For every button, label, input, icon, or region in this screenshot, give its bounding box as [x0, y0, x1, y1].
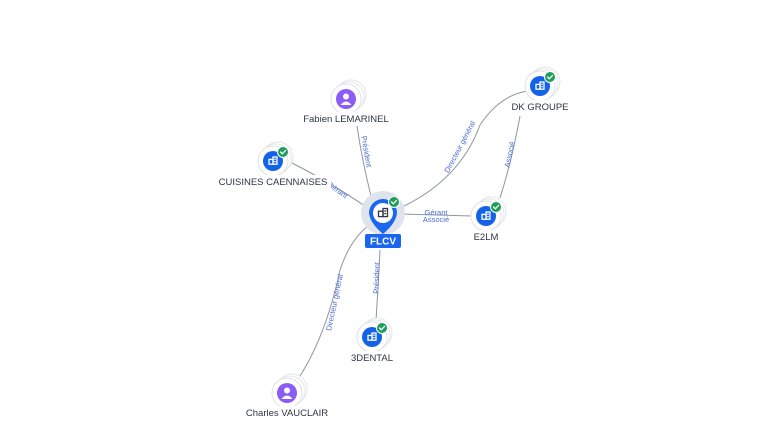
verified-check-icon [277, 146, 289, 158]
verified-check-icon [490, 201, 502, 213]
node-label: Fabien LEMARINEL [303, 114, 389, 125]
node-label-bg [510, 100, 570, 113]
verified-check-icon [388, 196, 400, 208]
node-label-bg [470, 230, 502, 243]
node-label: FLCV [370, 237, 396, 248]
building-icon [535, 81, 545, 90]
node-label: E2LM [474, 232, 499, 243]
center-label-bg [365, 234, 401, 248]
verified-check-icon [544, 71, 556, 83]
node-label-bg [348, 351, 396, 364]
node-label: DK GROUPE [511, 102, 568, 113]
node-e2lm[interactable]: E2LM [470, 196, 507, 243]
node-dk[interactable]: DK GROUPE [510, 66, 570, 113]
node-charles[interactable]: Charles VAUCLAIR [237, 373, 337, 419]
node-label-bg [296, 112, 396, 125]
node-flcv[interactable]: FLCV [361, 191, 405, 248]
edge-label: Directeur général [442, 119, 477, 174]
edge-label: Président [371, 261, 381, 294]
node-label-bg [214, 175, 332, 188]
node-label: Charles VAUCLAIR [246, 408, 328, 419]
edge-label: Associé [423, 215, 449, 224]
edge-charles-flcv [295, 225, 369, 383]
edge-dk-e2lm [499, 115, 521, 199]
edge-flcv-dental [375, 249, 381, 321]
edge-flcv-dk [399, 90, 529, 209]
person-icon [281, 387, 293, 399]
node-dental[interactable]: 3DENTAL [348, 317, 396, 364]
edge-cuisines-flcv [291, 162, 367, 208]
edge-label: Gérant [425, 208, 449, 217]
node-label: 3DENTAL [351, 353, 393, 364]
person-icon [340, 93, 352, 105]
building-icon [481, 211, 491, 220]
edge-flcv-e2lm [400, 213, 473, 217]
edge-fabien-flcv [356, 125, 372, 197]
node-fabien[interactable]: Fabien LEMARINEL [296, 79, 396, 125]
node-cuisines[interactable]: CUISINES CAENNAISES [214, 141, 332, 188]
building-icon [367, 332, 377, 341]
building-icon [377, 207, 389, 218]
verified-check-icon [376, 322, 388, 334]
building-icon [268, 156, 278, 165]
edge-label: Directeur général [324, 273, 345, 331]
node-label-bg [237, 406, 337, 419]
node-label: CUISINES CAENNAISES [219, 177, 328, 188]
edge-label: Associé [502, 141, 516, 169]
